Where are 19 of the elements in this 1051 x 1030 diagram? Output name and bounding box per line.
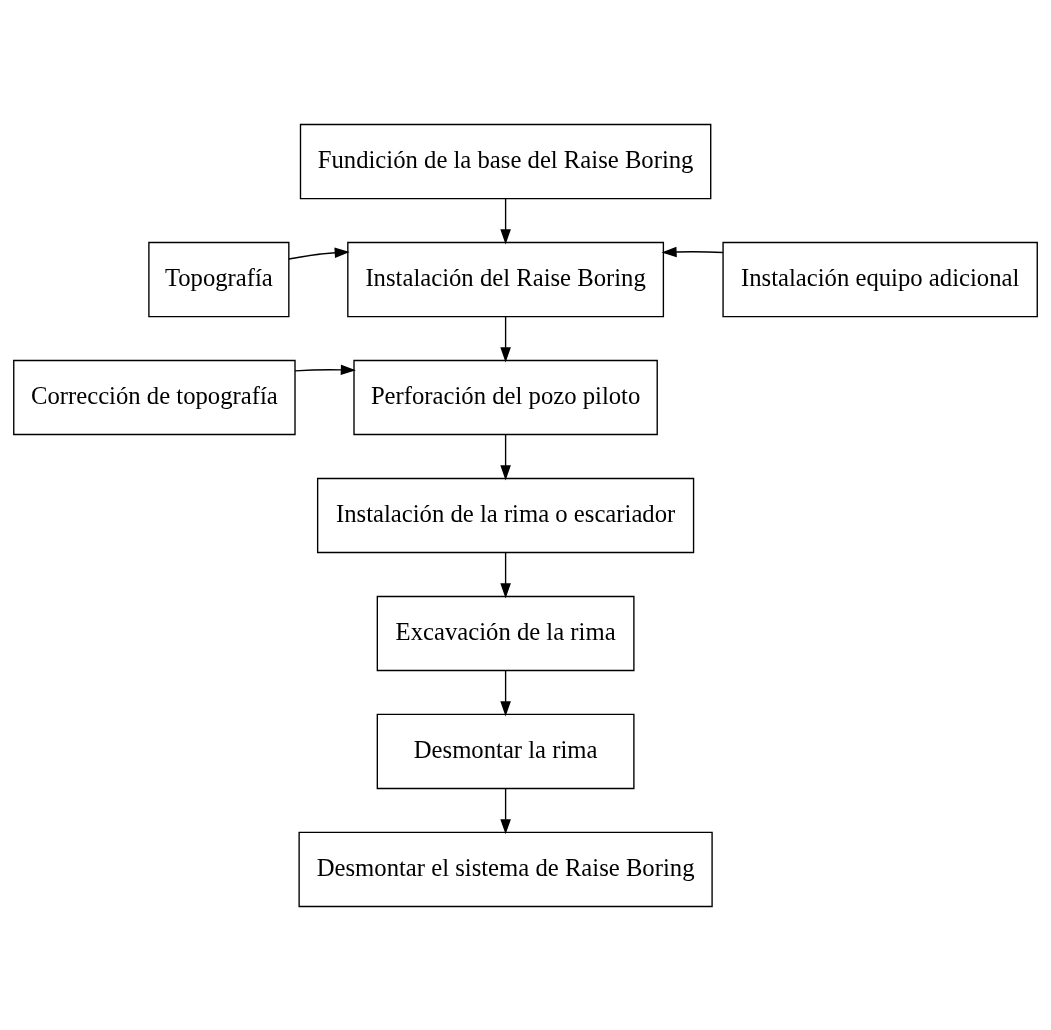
node-box: Instalación del Raise Boring [347,241,665,317]
arrow [500,669,511,716]
arrow [500,197,511,244]
node-box: Instalación equipo adicional [722,241,1038,317]
node-box: Desmontar el sistema de Raise Boring [298,831,713,907]
node-box: Corrección de topografía [13,359,296,435]
node-box: Topografía [148,241,290,317]
node-box: Excavación de la rima [376,595,635,671]
node-box: Fundición de la base del Raise Boring [299,123,712,199]
arrow [288,246,350,260]
arrow [661,246,724,257]
arrow [500,551,511,598]
arrow [500,315,511,362]
arrow [294,364,356,375]
node-box: Perforación del pozo piloto [353,359,658,435]
arrow [500,787,511,834]
arrow [500,433,511,480]
node-box: Instalación de la rima o escariador [316,477,695,553]
node-box: Desmontar la rima [376,713,635,789]
